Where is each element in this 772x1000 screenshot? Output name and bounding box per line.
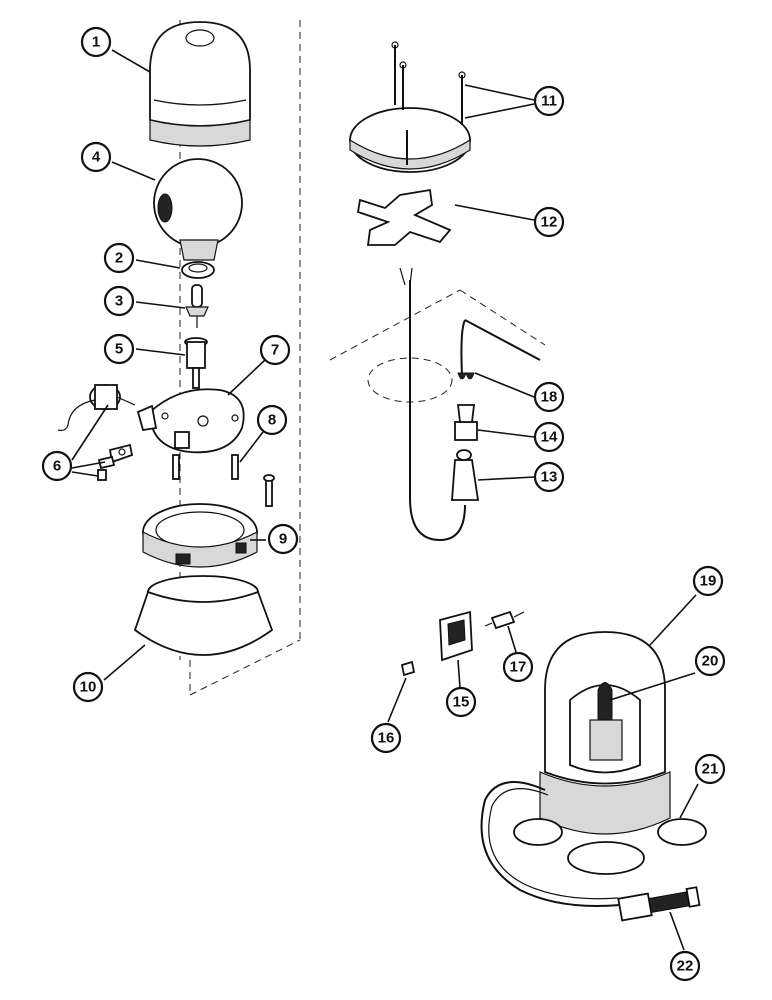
bulb-holder-part [185, 284, 209, 328]
callout-3: 3 [103, 285, 135, 317]
callout-9-label: 9 [279, 531, 287, 548]
callout-13: 13 [533, 461, 565, 493]
bezel-cone-part [133, 575, 274, 656]
callout-14: 14 [533, 421, 565, 453]
callout-13-label: 13 [541, 469, 558, 486]
callout-20-label: 20 [702, 653, 719, 670]
globe-bulb-part [153, 158, 243, 261]
callout-16-label: 16 [378, 730, 395, 747]
callout-4-label: 4 [92, 149, 101, 166]
callout-6-label: 6 [53, 458, 61, 475]
callout-21-label: 21 [702, 761, 719, 778]
beacon-assembly [480, 631, 707, 922]
callout-12-label: 12 [541, 214, 558, 231]
callout-22: 22 [669, 950, 701, 982]
switch-part [439, 610, 473, 662]
callout-22-label: 22 [677, 958, 694, 975]
callout-15: 15 [445, 686, 477, 718]
callout-8-label: 8 [268, 412, 276, 429]
callout-5: 5 [103, 333, 135, 365]
callout-10: 10 [72, 671, 104, 703]
callout-9: 9 [267, 523, 299, 555]
callout-10-label: 10 [80, 679, 97, 696]
springs-part [172, 454, 239, 480]
callout-6: 6 [41, 450, 73, 482]
callout-2-label: 2 [115, 250, 123, 267]
callout-11: 11 [533, 85, 565, 117]
callout-2: 2 [103, 242, 135, 274]
callout-17: 17 [502, 651, 534, 683]
leader-lines [71, 49, 699, 951]
lens-dome-part [149, 21, 251, 147]
connector-part [484, 610, 525, 630]
callout-14-label: 14 [541, 429, 558, 446]
callout-17-label: 17 [510, 659, 527, 676]
motor-bracket-part [57, 384, 136, 481]
cross-bracket-part [356, 188, 452, 246]
callout-7: 7 [259, 334, 291, 366]
callout-5-label: 5 [115, 341, 123, 358]
motor-shaft-part [184, 337, 208, 389]
callout-18-label: 18 [541, 389, 558, 406]
callout-1-label: 1 [92, 34, 100, 51]
callout-3-label: 3 [115, 293, 123, 310]
callout-21: 21 [694, 753, 726, 785]
callout-18: 18 [533, 381, 565, 413]
base-ring-part [142, 474, 275, 568]
label-part [400, 660, 416, 677]
callout-12: 12 [533, 206, 565, 238]
callout-11-label: 11 [541, 93, 557, 110]
callout-20: 20 [694, 645, 726, 677]
callout-4: 4 [80, 141, 112, 173]
callout-19-label: 19 [700, 573, 717, 590]
callout-7-label: 7 [271, 342, 279, 359]
callout-1: 1 [80, 26, 112, 58]
callout-8: 8 [256, 404, 288, 436]
base-plate-part [136, 388, 245, 454]
callout-16: 16 [370, 722, 402, 754]
callout-19: 19 [692, 565, 724, 597]
ring-part [181, 261, 215, 279]
callout-15-label: 15 [453, 694, 470, 711]
cable-socket-assembly [399, 267, 541, 542]
mounting-base-part [349, 41, 471, 173]
